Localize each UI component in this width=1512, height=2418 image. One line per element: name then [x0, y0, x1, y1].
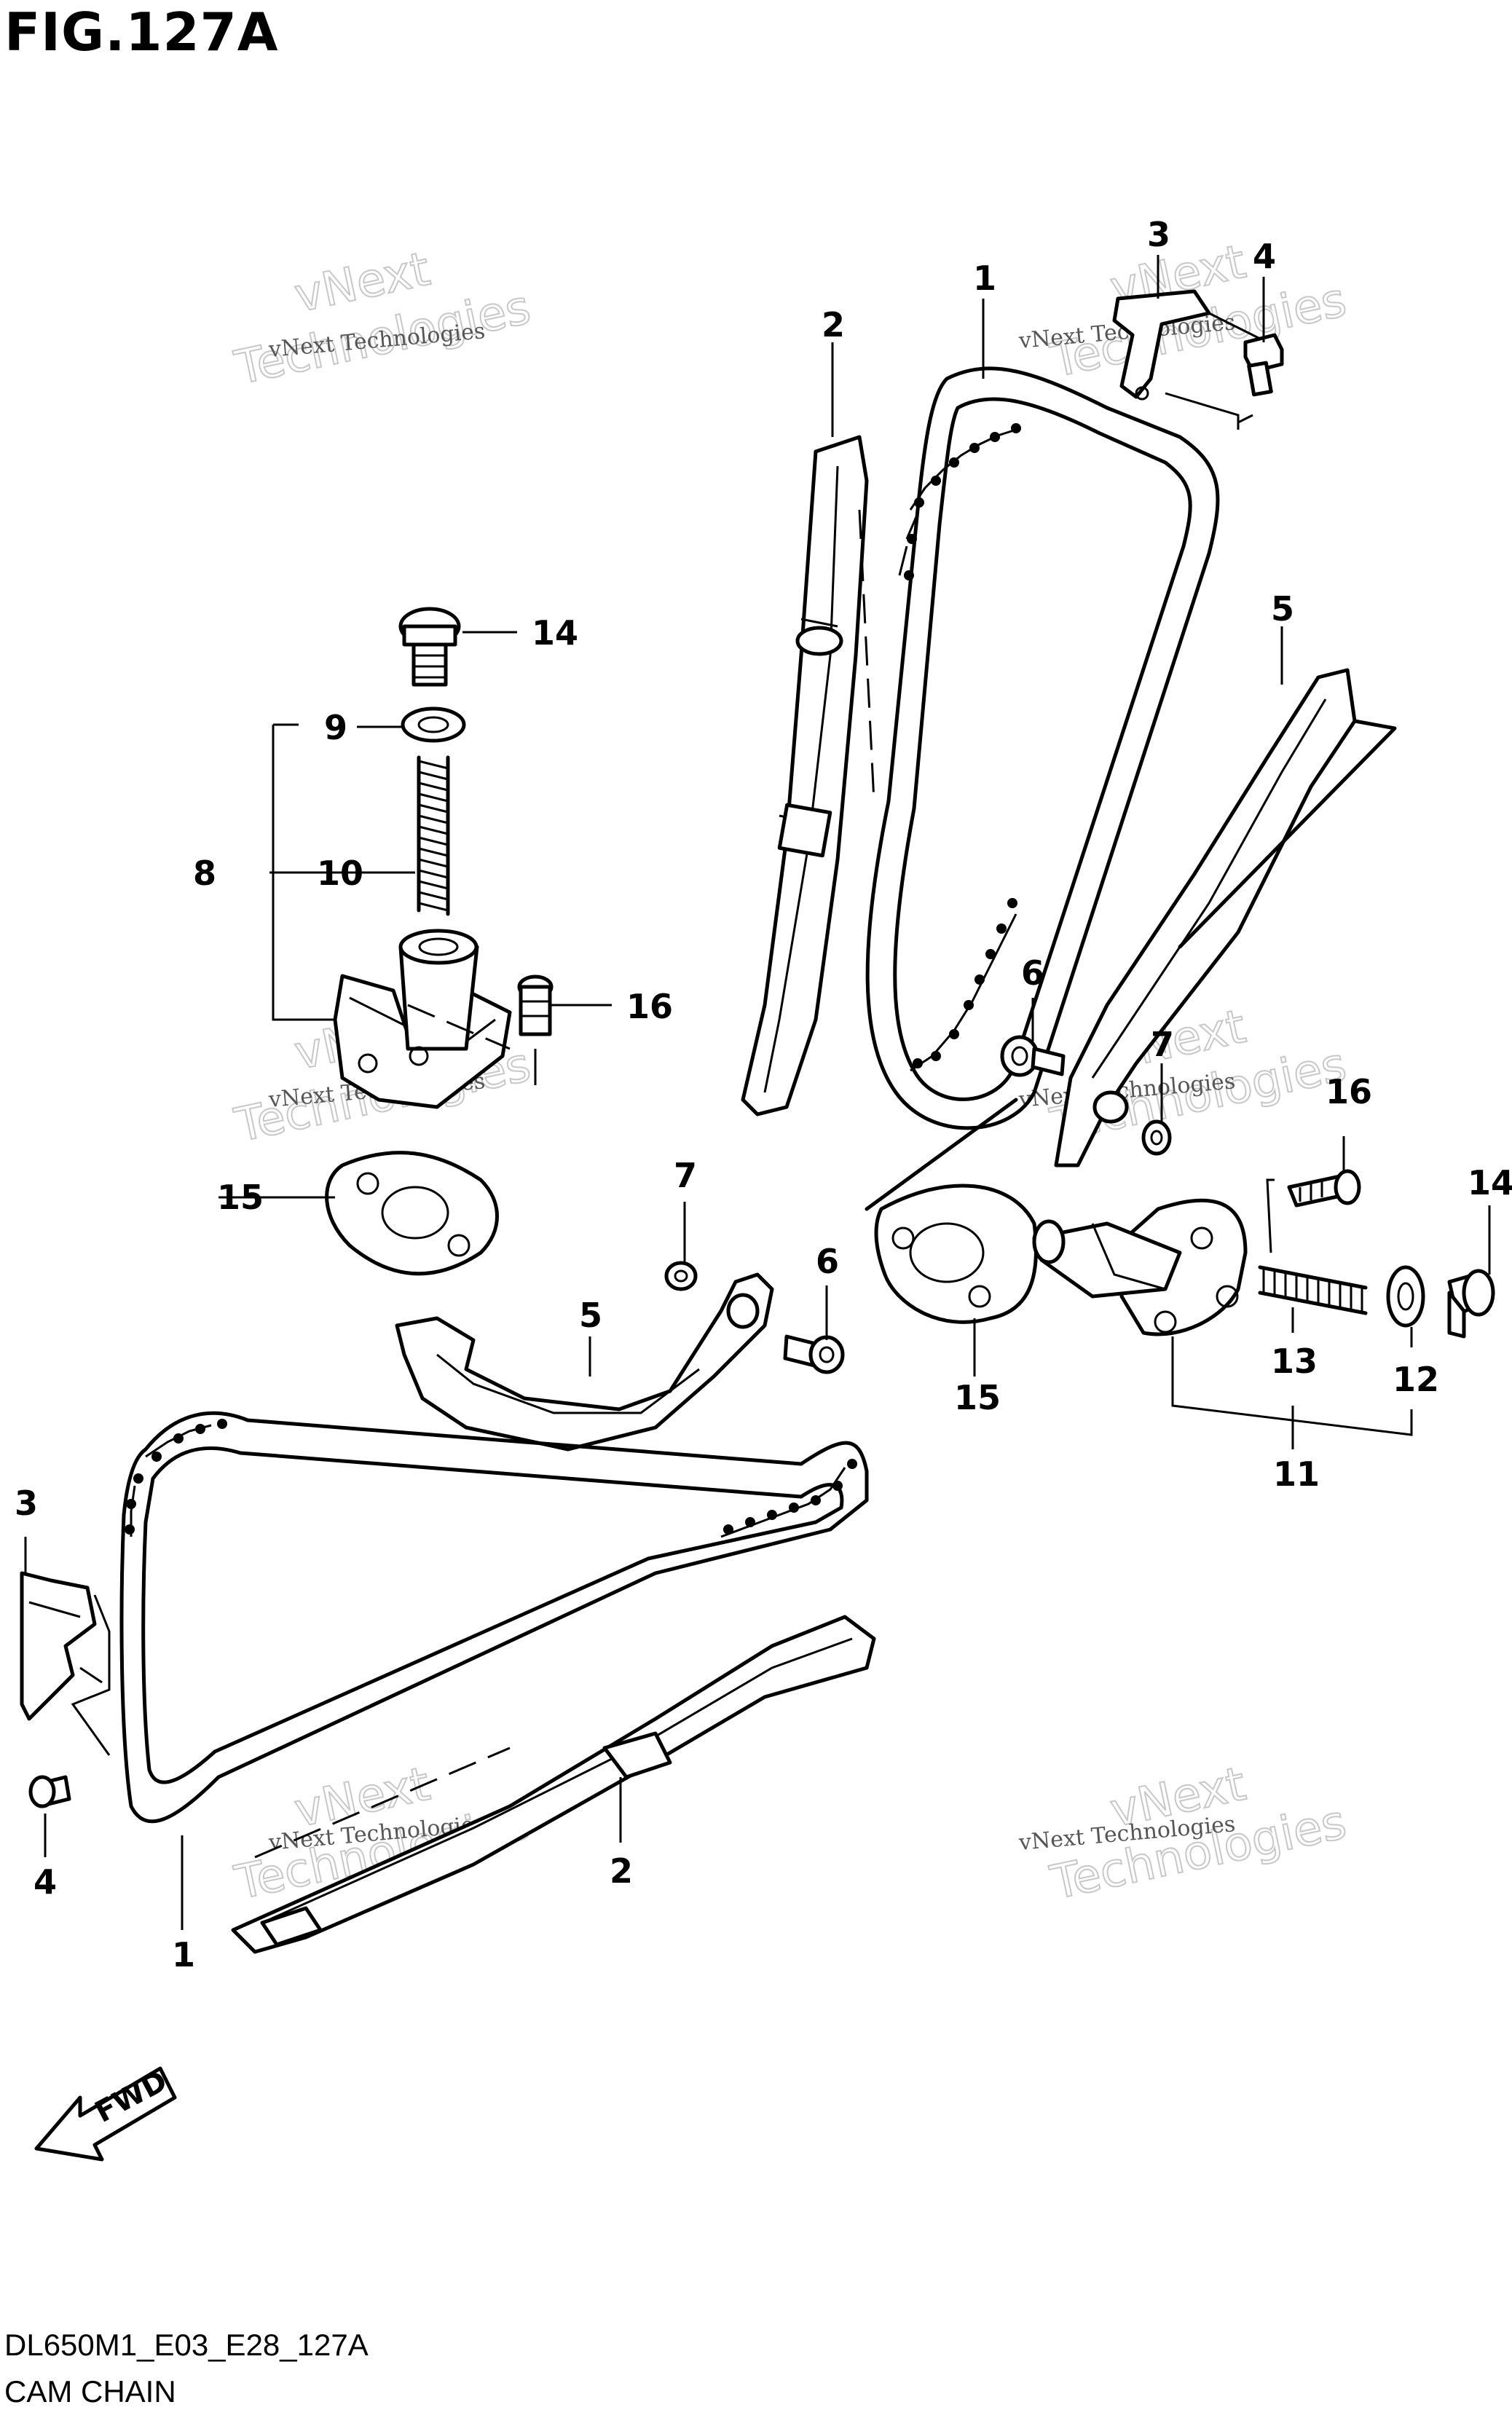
callout-7-lower: 7: [674, 1156, 697, 1195]
callout-4-lower: 4: [34, 1862, 57, 1902]
figure-title: FIG.127A: [4, 1, 279, 63]
part-8-left-tensioner-body: [333, 929, 512, 1109]
part-4-upper-bolt: [1237, 333, 1284, 424]
part-2-lower-chain-guide: [231, 1615, 876, 1954]
part-14-right-bolt: [1447, 1269, 1495, 1339]
callout-5-lower: 5: [579, 1296, 602, 1335]
callout-2-lower: 2: [610, 1851, 633, 1891]
callout-9: 9: [324, 708, 347, 747]
part-15-left-gasket: [325, 1151, 499, 1276]
callout-12: 12: [1393, 1360, 1439, 1399]
part-1-lower-cam-chain: [119, 1411, 869, 1824]
fwd-direction-arrow: FWD: [34, 2064, 177, 2162]
part-3-upper-guide-plate: [1112, 289, 1268, 430]
leader-lines: [24, 255, 1491, 1930]
callout-14-right: 14: [1468, 1163, 1512, 1202]
part-14-left-bolt: [398, 607, 461, 687]
part-10-left-spring: [417, 755, 450, 916]
callout-10: 10: [317, 854, 363, 893]
callout-7-upper: 7: [1151, 1025, 1174, 1064]
callout-1-lower: 1: [172, 1935, 195, 1974]
callout-8: 8: [193, 854, 216, 893]
part-12-right-washer: [1386, 1265, 1425, 1328]
callout-3-lower: 3: [15, 1484, 38, 1523]
part-7-lower-washer: [664, 1261, 698, 1291]
callout-5-upper: 5: [1271, 589, 1294, 629]
callout-11: 11: [1273, 1454, 1320, 1494]
part-5-lower-tensioner-guide: [395, 1272, 774, 1452]
callout-3-upper: 3: [1147, 215, 1170, 254]
part-7-upper-washer: [1141, 1119, 1172, 1156]
part-1-upper-cam-chain: [865, 366, 1220, 1130]
part-5-upper-tensioner-guide: [1054, 668, 1397, 1167]
callout-4-upper: 4: [1253, 237, 1276, 276]
callout-16-left: 16: [626, 987, 673, 1026]
part-15-right-gasket: [865, 1098, 1038, 1324]
callout-16-right: 16: [1326, 1072, 1372, 1111]
callout-1-upper: 1: [973, 259, 996, 298]
callout-6-upper: 6: [1021, 953, 1044, 993]
part-2-upper-chain-guide: [741, 435, 875, 1117]
drawing-code: DL650M1_E03_E28_127A: [4, 2328, 369, 2362]
watermark-top-left: vNext Technologies: [229, 242, 536, 397]
callout-15-right: 15: [954, 1378, 1001, 1417]
part-16-left-bolt: [517, 974, 554, 1085]
callout-numbers: 1 2 3 4 5 14 9 8 10 16 15 6 7 16 14 7 6 …: [15, 215, 1512, 1974]
part-11-right-tensioner-body: [1032, 1198, 1248, 1336]
part-16-right-bolt: [1266, 1169, 1361, 1253]
callout-6-lower: 6: [816, 1242, 839, 1281]
part-9-left-washer: [401, 706, 466, 743]
part-4-lower-bolt: [28, 1775, 71, 1808]
part-13-right-spring: [1258, 1265, 1368, 1315]
callout-13: 13: [1271, 1342, 1318, 1381]
part-6-upper-bolt: [1000, 1035, 1066, 1077]
callout-2-upper: 2: [822, 305, 845, 344]
callout-14-left: 14: [532, 613, 578, 653]
callout-15-left: 15: [217, 1178, 264, 1217]
section-name: CAM CHAIN: [4, 2374, 176, 2409]
part-3-lower-guide-plate: [20, 1571, 111, 1756]
part-6-lower-bolt: [783, 1334, 845, 1374]
